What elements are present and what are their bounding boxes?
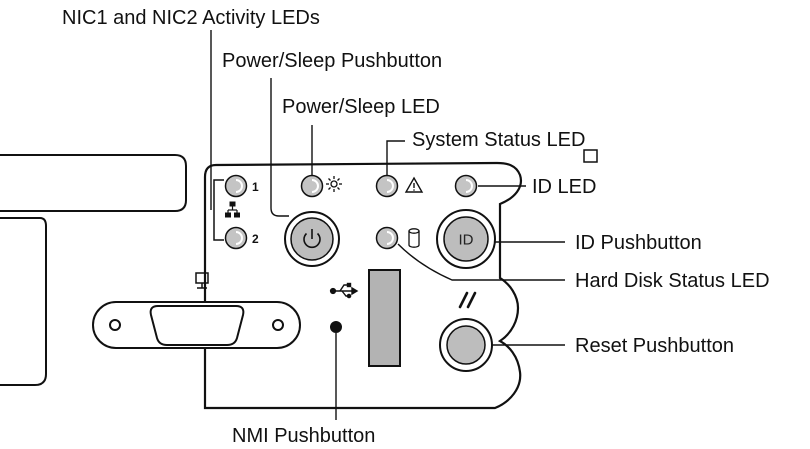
- left-bezel: [0, 154, 187, 386]
- id-button-text: ID: [459, 232, 474, 249]
- id-pushbutton: ID: [436, 209, 496, 269]
- nic2-led: [224, 226, 248, 250]
- system-status-led: [375, 174, 399, 198]
- label-hdd-status-led: Hard Disk Status LED: [575, 270, 770, 292]
- label-power-sleep-led: Power/Sleep LED: [282, 96, 440, 118]
- label-id-pushbutton: ID Pushbutton: [575, 232, 702, 254]
- nic1-number: 1: [252, 180, 259, 194]
- label-nmi-pushbutton: NMI Pushbutton: [232, 425, 375, 447]
- warning-icon: [404, 176, 424, 193]
- leader-lines: [210, 30, 565, 420]
- usb-icon: [329, 282, 359, 299]
- usb-port: [368, 269, 401, 367]
- reset-icon: [458, 291, 477, 309]
- label-system-status-led: System Status LED: [412, 129, 585, 151]
- monitor-icon: [195, 272, 209, 289]
- sun-icon: [326, 176, 342, 192]
- front-panel-outline: [203, 161, 523, 410]
- label-id-led: ID LED: [532, 176, 596, 198]
- label-reset-pushbutton: Reset Pushbutton: [575, 335, 734, 357]
- power-icon: [303, 229, 321, 249]
- reset-pushbutton: [439, 318, 493, 372]
- vga-connector: [92, 301, 301, 349]
- disk-icon: [408, 228, 420, 248]
- network-icon: [225, 201, 240, 218]
- power-sleep-led: [300, 174, 324, 198]
- id-label-marker: [583, 149, 598, 163]
- hdd-status-led: [375, 226, 399, 250]
- label-nic-leds: NIC1 and NIC2 Activity LEDs: [62, 7, 320, 29]
- id-led: [454, 174, 478, 198]
- power-sleep-pushbutton: [284, 211, 340, 267]
- nic1-led: [224, 174, 248, 198]
- nic-bracket: [213, 179, 224, 241]
- nmi-pushbutton: [330, 321, 342, 333]
- nic2-number: 2: [252, 232, 259, 246]
- label-power-sleep-pushbutton: Power/Sleep Pushbutton: [222, 50, 442, 72]
